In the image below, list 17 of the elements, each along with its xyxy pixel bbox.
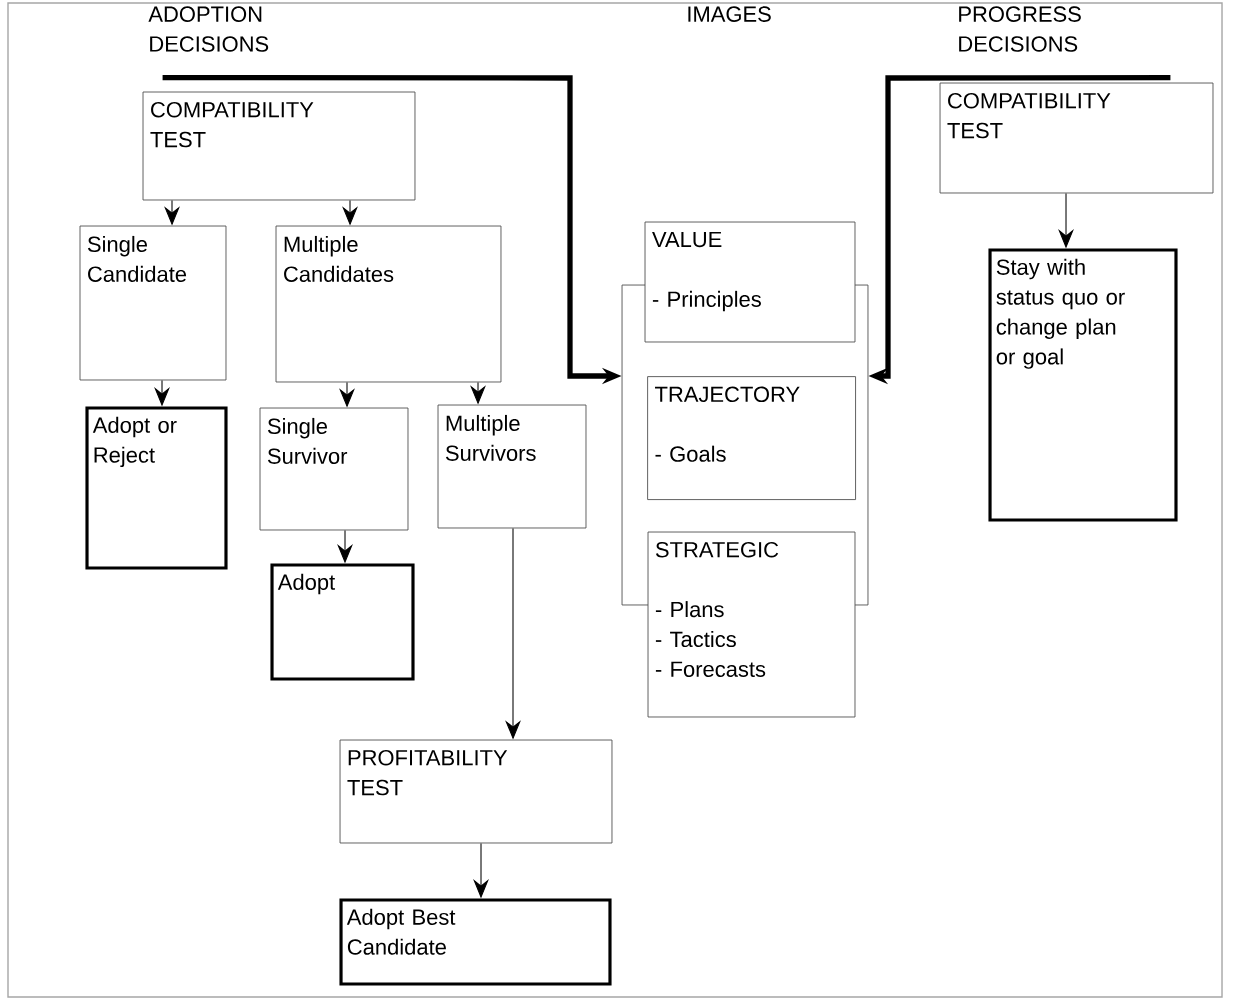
process-box: COMPATIBILITY TEST <box>939 82 1214 194</box>
process-box: Single Candidate <box>79 225 227 381</box>
image-box: VALUE - Principles <box>644 221 856 343</box>
process-box: COMPATIBILITY TEST <box>142 91 416 201</box>
column-heading: IMAGES <box>688 6 771 22</box>
image-box: STRATEGIC - Plans - Tactics - Forecasts <box>647 531 856 718</box>
process-box: PROFITABILITY TEST <box>339 739 613 844</box>
outcome-box: Stay with status quo or change plan or goal <box>988 248 1178 522</box>
outcome-box: Adopt or Reject <box>85 406 228 570</box>
column-heading: PROGRESS DECISIONS <box>959 6 1081 52</box>
column-heading: ADOPTION DECISIONS <box>148 6 269 52</box>
process-box: Multiple Survivors <box>437 404 587 529</box>
image-box: TRAJECTORY - Goals <box>647 376 857 501</box>
outcome-box: Adopt <box>270 563 415 681</box>
process-box: Multiple Candidates <box>275 225 502 383</box>
outcome-box: Adopt Best Candidate <box>339 898 612 986</box>
process-box: Single Survivor <box>259 407 409 531</box>
